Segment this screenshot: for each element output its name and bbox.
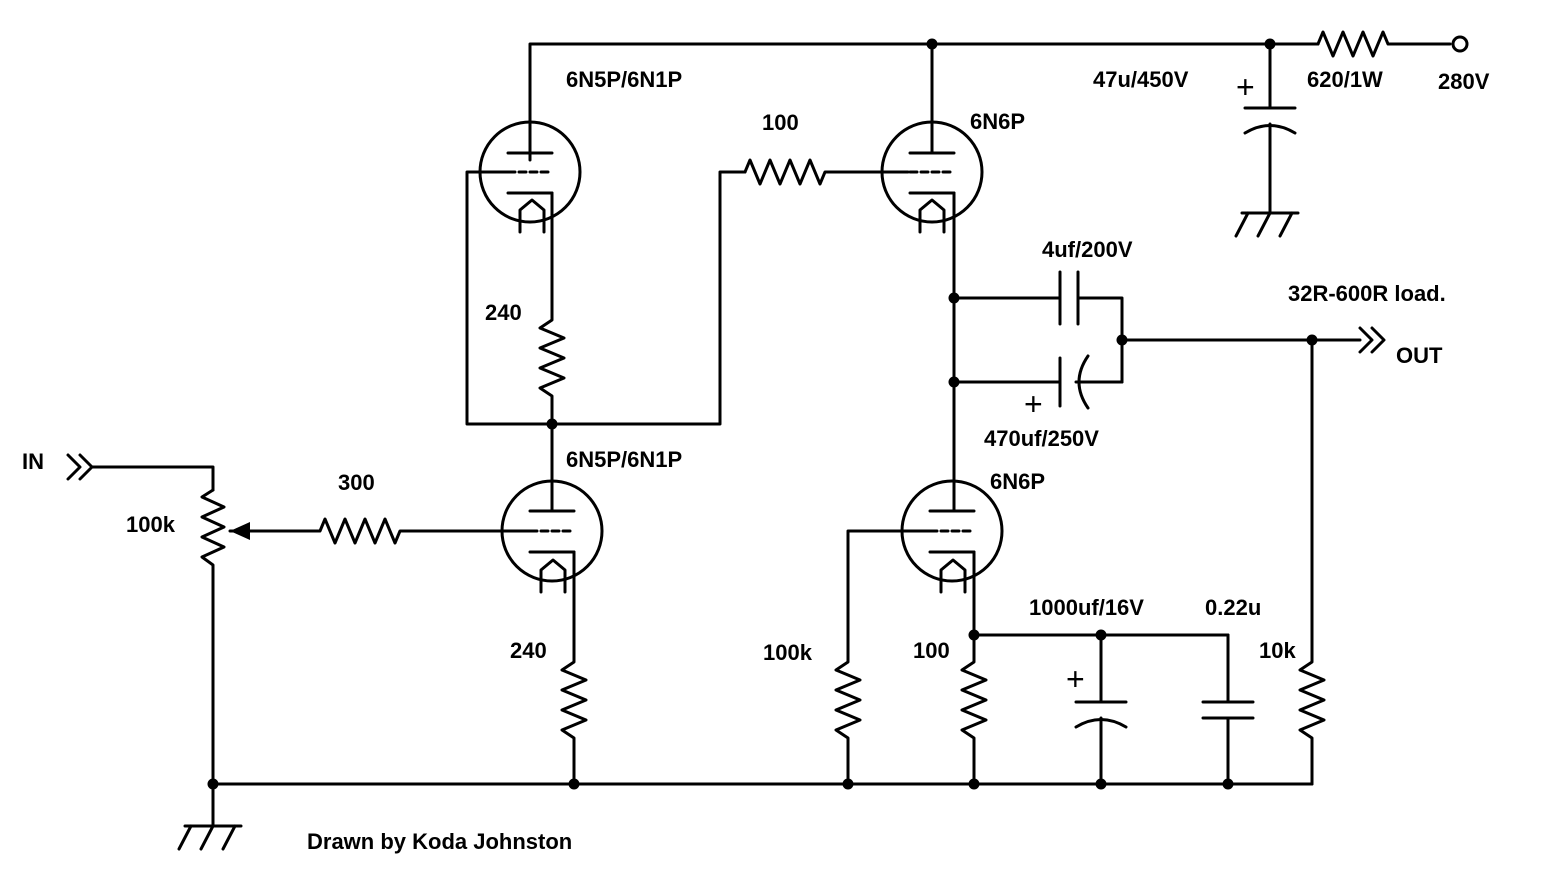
tube-lower-right <box>900 479 1004 594</box>
label-supply-voltage: 280V <box>1438 69 1490 94</box>
output-line <box>1120 326 1386 354</box>
label-output-bleed-resistor: 10k <box>1259 638 1296 663</box>
output-cap-film <box>952 270 1124 384</box>
resistor-output-grid <box>834 529 932 786</box>
bypass-cap-film <box>1201 633 1255 786</box>
polarity-plus-bypass: + <box>1066 661 1085 697</box>
label-input-pot: 100k <box>126 512 176 537</box>
label-upper-left-tube: 6N5P/6N1P <box>566 67 682 92</box>
resistor-input-grid <box>244 517 532 545</box>
resistor-grid-stopper <box>743 158 910 186</box>
label-output: OUT <box>1396 343 1443 368</box>
label-upper-cathode-resistor: 240 <box>485 300 522 325</box>
junction-dots <box>207 38 1318 790</box>
resistor-cathode-lower <box>560 550 588 786</box>
label-lower-cathode-resistor: 240 <box>510 638 547 663</box>
label-output-cap-electrolytic: 470uf/250V <box>984 426 1099 451</box>
output-cap-electrolytic <box>952 354 1124 410</box>
ground-symbol-input <box>177 782 243 851</box>
label-grid-stopper: 100 <box>762 110 799 135</box>
bypass-cap-electrolytic <box>1074 633 1128 786</box>
polarity-plus-supply: + <box>1236 69 1255 105</box>
label-upper-right-tube: 6N6P <box>970 109 1025 134</box>
label-input: IN <box>22 449 44 474</box>
label-supply-resistor: 620/1W <box>1307 67 1383 92</box>
supply-resistor <box>1316 30 1452 58</box>
resistor-output-bleed <box>1298 338 1326 786</box>
supply-terminal <box>1451 35 1469 53</box>
tube-upper-right <box>880 120 984 234</box>
resistor-cathode-upper <box>538 191 566 426</box>
tube-upper-left <box>478 120 582 234</box>
label-bypass-film: 0.22u <box>1205 595 1261 620</box>
bplus-rail <box>528 42 1320 162</box>
label-supply-capacitor: 47u/450V <box>1093 67 1189 92</box>
label-lower-left-tube: 6N5P/6N1P <box>566 447 682 472</box>
tube-upper-left-grid-wire <box>465 170 554 426</box>
credit: Drawn by Koda Johnston <box>307 829 572 854</box>
label-output-grid-resistor: 100k <box>763 640 813 665</box>
coupling-wire <box>550 170 747 426</box>
label-load-note: 32R-600R load. <box>1288 281 1446 306</box>
label-input-grid-resistor: 300 <box>338 470 375 495</box>
polarity-plus-output: + <box>1024 386 1043 422</box>
label-output-cathode-resistor: 100 <box>913 638 950 663</box>
ground-symbol-supply <box>1234 211 1300 238</box>
resistor-output-cathode <box>960 550 988 786</box>
input-connector <box>66 453 215 492</box>
label-bypass-cap: 1000uf/16V <box>1029 595 1144 620</box>
supply-filter-capacitor <box>1243 42 1297 215</box>
label-output-cap-film: 4uf/200V <box>1042 237 1133 262</box>
label-lower-right-tube: 6N6P <box>990 469 1045 494</box>
input-potentiometer <box>200 488 252 786</box>
